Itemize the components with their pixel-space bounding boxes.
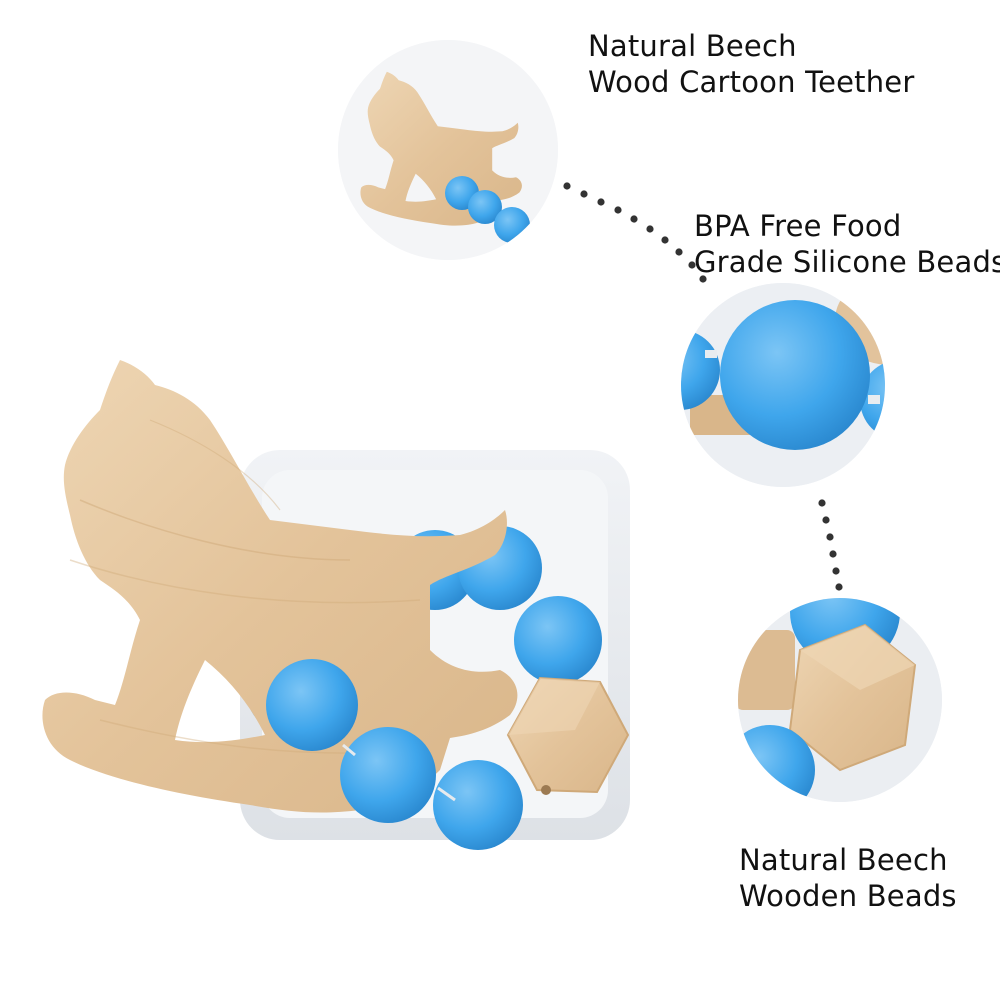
callout-teether-label: Natural Beech Wood Cartoon Teether (588, 28, 914, 100)
callout-wooden-line1: Natural Beech (739, 843, 948, 877)
silicone-bead-detail-circle (681, 283, 885, 487)
callout-silicone-label: BPA Free Food Grade Silicone Beads (694, 208, 1000, 280)
callout-wooden-label: Natural Beech Wooden Beads (739, 842, 957, 914)
teether-detail-circle (338, 40, 558, 260)
callout-teether-line2: Wood Cartoon Teether (588, 65, 915, 99)
dotted-connector-1 (563, 182, 707, 283)
dotted-connector-2 (818, 499, 843, 591)
callout-silicone-line1: BPA Free Food (694, 209, 902, 243)
wooden-bead-detail-circle (738, 598, 942, 802)
hexagon-wooden-bead-icon (506, 676, 630, 795)
callout-teether-line1: Natural Beech (588, 29, 797, 63)
front-beads (266, 659, 630, 850)
callout-wooden-line2: Wooden Beads (739, 879, 957, 913)
callout-silicone-line2: Grade Silicone Beads (694, 245, 1000, 279)
